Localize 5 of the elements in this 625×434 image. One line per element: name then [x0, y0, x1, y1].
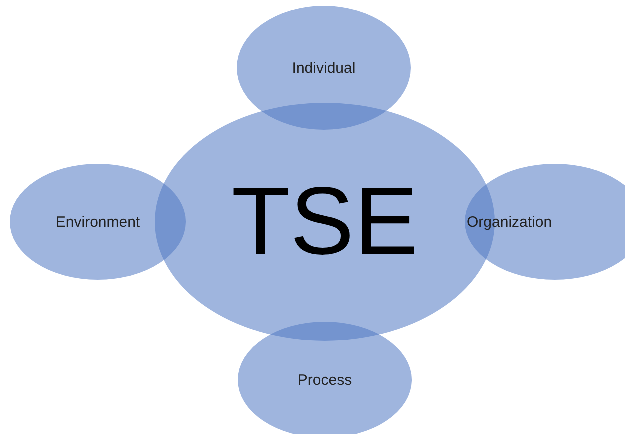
node-label: Individual	[292, 60, 356, 76]
node-label: Process	[298, 372, 352, 388]
node-label: Environment	[56, 214, 140, 230]
center-title: TSE	[232, 167, 418, 277]
node-label: Organization	[467, 214, 552, 230]
